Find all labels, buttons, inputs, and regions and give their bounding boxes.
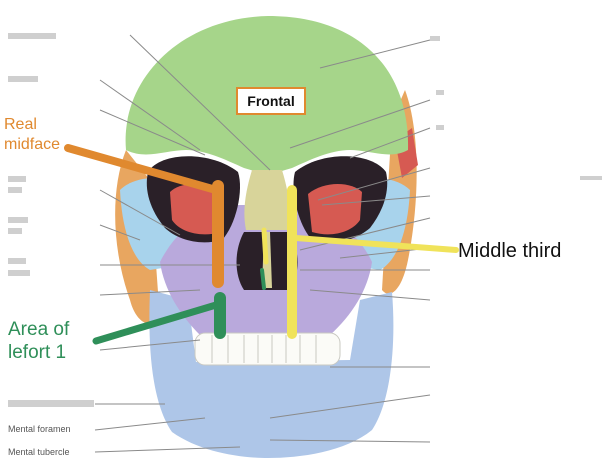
mental-foramen-label: Mental foramen [8,424,71,434]
leader-lines [94,34,431,453]
frontal-label: Frontal [236,87,306,115]
real-midface-marker [64,144,224,288]
tooth-divisions [211,335,317,363]
middle-third-nasal-mark [261,227,269,265]
mental-tubercle-label: Mental tubercle [8,447,70,457]
lefort-marker [92,268,266,345]
faint-labels [8,33,602,407]
lefort-label: Area of lefort 1 [8,318,69,364]
mandible [149,290,394,458]
lefort-label-line-1: Area of [8,319,70,340]
lefort-nasal-mark [260,268,266,290]
middle-third-pointer-line [293,235,459,253]
lefort-pointer-line [92,301,220,345]
middle-third-marker [261,185,459,339]
real-midface-pointer-line [64,144,220,194]
nasal-bone [244,170,290,230]
orbit-floor-left [170,184,222,235]
upper-teeth [194,332,341,366]
real-midface-label: Real midface [4,115,60,155]
real-midface-line-1: Real [4,116,37,133]
real-midface-line-2: midface [4,136,61,153]
lefort-label-line-2: lefort 1 [8,342,67,363]
middle-third-label: Middle third [458,240,562,262]
orbit-floor-right [308,184,362,235]
